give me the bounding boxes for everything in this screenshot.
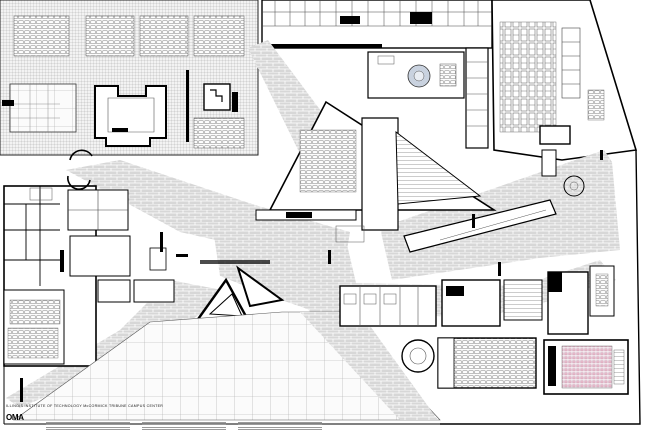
- triangular-stairs: [193, 260, 285, 324]
- long-corridor-bar: [403, 149, 585, 253]
- site-boundary: [3, 149, 641, 425]
- circle-stair-icon: [401, 339, 435, 373]
- lower-grid-plaza: [13, 311, 441, 421]
- wall-fragments: [20, 150, 603, 402]
- fine-print-block: [142, 422, 226, 432]
- project-title: ILLINOIS INSTITUTE OF TECHNOLOGY McCORMI…: [6, 404, 164, 408]
- existing-building-grid: [0, 0, 259, 156]
- left-office-wing: [3, 149, 175, 367]
- library-stacks: [491, 0, 638, 161]
- compass-icon: [563, 175, 585, 197]
- central-triangle-hall: [255, 100, 497, 243]
- oma-logo: OMA: [6, 413, 24, 422]
- fine-print-block: [238, 422, 322, 432]
- fine-print-block: [46, 422, 130, 432]
- lower-right-rooms: [339, 265, 629, 395]
- title-block: ILLINOIS INSTITUTE OF TECHNOLOGY McCORMI…: [6, 404, 336, 432]
